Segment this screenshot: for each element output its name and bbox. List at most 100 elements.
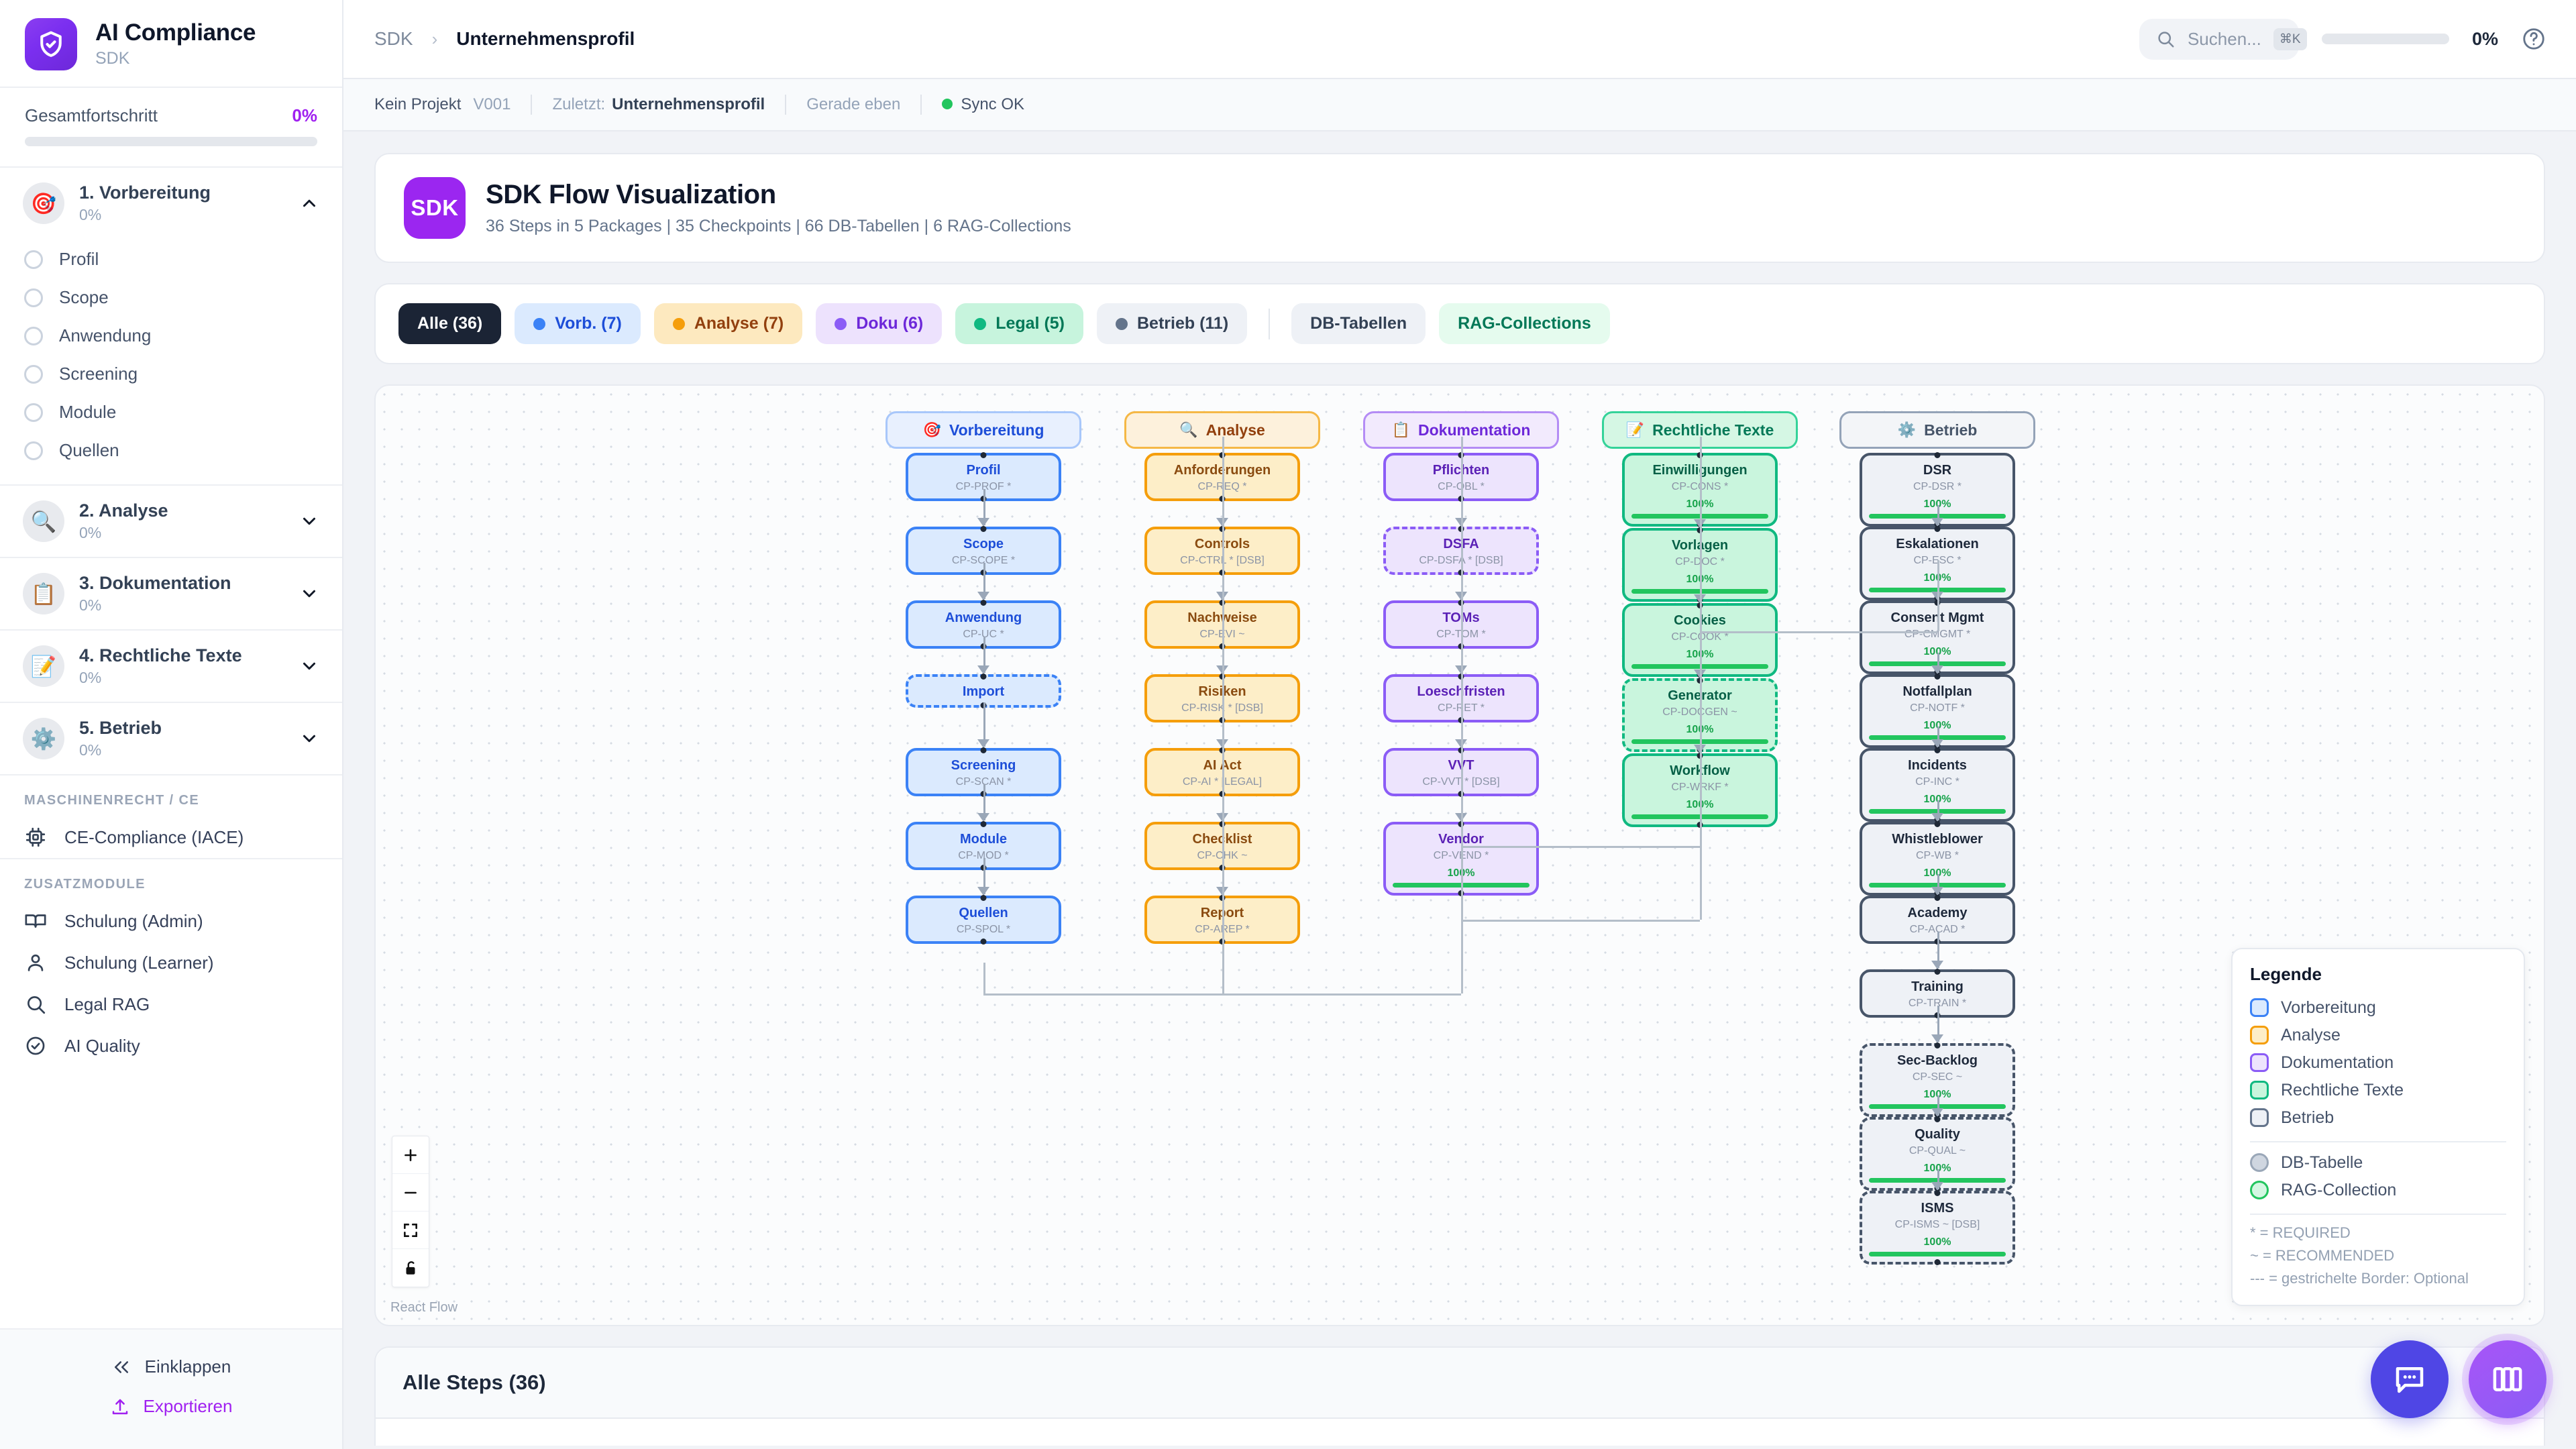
node-title: Screening: [951, 758, 1016, 773]
legend-swatch: [2250, 1108, 2269, 1128]
zoom-in-button[interactable]: [392, 1136, 429, 1174]
breadcrumb-root[interactable]: SDK: [374, 28, 413, 49]
chat-button[interactable]: [2371, 1340, 2449, 1418]
search-shortcut: ⌘K: [2273, 28, 2307, 50]
node-title: Scope: [963, 537, 1004, 551]
flow-edge-arrowhead: [1931, 739, 1943, 748]
zoom-out-button[interactable]: [392, 1174, 429, 1212]
extra-group-label: ZUSATZMODULE: [24, 877, 146, 892]
sidebar-item-label: Schulung (Learner): [64, 952, 214, 973]
filter-chip-vorb-7[interactable]: Vorb. (7): [515, 303, 641, 344]
node-code: CP-SEC ~: [1912, 1071, 1963, 1083]
version-badge: V001: [473, 95, 511, 113]
legend-label: Betrieb: [2281, 1108, 2334, 1127]
brand-header[interactable]: AI Compliance SDK: [0, 0, 342, 88]
radio-icon[interactable]: [24, 364, 43, 384]
node-title: Incidents: [1908, 758, 1967, 773]
node-title: Pflichten: [1432, 463, 1490, 478]
node-handle-top: [1934, 969, 1941, 975]
legend-title: Legende: [2250, 963, 2322, 984]
collapse-label: Einklappen: [144, 1356, 231, 1377]
flow-edge: [1937, 1095, 1939, 1116]
radio-icon[interactable]: [24, 288, 43, 307]
legend-swatch: [2250, 1153, 2269, 1173]
panel-toggle-button[interactable]: [2469, 1340, 2546, 1418]
sidebar-item-ai-quality[interactable]: AI Quality: [0, 1025, 342, 1067]
lock-toggle-button[interactable]: [392, 1249, 429, 1287]
fit-view-button[interactable]: [392, 1212, 429, 1249]
meta-bar: Kein Projekt V001 Zuletzt: Unternehmensp…: [343, 79, 2576, 131]
node-handle-top: [1934, 895, 1941, 901]
sidebar-item-anwendung[interactable]: Anwendung: [0, 317, 342, 355]
radio-icon[interactable]: [24, 441, 43, 460]
last-value: Unternehmensprofil: [612, 95, 765, 113]
radio-icon[interactable]: [24, 326, 43, 345]
sidebar-item-schulung-admin[interactable]: Schulung (Admin): [0, 900, 342, 942]
filter-chip-legal-5[interactable]: Legal (5): [955, 303, 1083, 344]
node-code: CP-SCOPE *: [951, 555, 1016, 566]
sidebar-item-ce-compliance[interactable]: CE-Compliance (IACE): [0, 816, 342, 858]
all-steps-body: [376, 1419, 2544, 1446]
filter-chip-db-tabellen[interactable]: DB-Tabellen: [1291, 303, 1426, 344]
filter-chip-doku-6[interactable]: Doku (6): [816, 303, 943, 344]
section-title: 4. Rechtliche Texte: [79, 645, 242, 666]
filter-chip-analyse-7[interactable]: Analyse (7): [653, 303, 803, 344]
sidebar-item-label: Scope: [59, 287, 109, 307]
sidebar-item-legal-rag[interactable]: Legal RAG: [0, 983, 342, 1025]
flow-controls: [392, 1136, 429, 1287]
sidebar-item-scope[interactable]: Scope: [0, 278, 342, 317]
sidebar-item-module[interactable]: Module: [0, 393, 342, 431]
flow-edge: [1937, 505, 1939, 525]
fit-view-icon: [404, 1223, 417, 1237]
node-code: CP-MOD *: [958, 850, 1009, 861]
node-percent: 100%: [1923, 572, 1951, 584]
panel-icon: [2493, 1367, 2522, 1391]
shield-check-icon: [25, 18, 77, 70]
sidebar-item-quellen[interactable]: Quellen: [0, 431, 342, 470]
node-code: CP-QUAL ~: [1909, 1145, 1966, 1157]
export-button[interactable]: Exportieren: [0, 1387, 342, 1426]
overall-progress-label: Gesamtfortschritt: [25, 105, 158, 125]
filter-chip-rag-collections[interactable]: RAG-Collections: [1439, 303, 1610, 344]
radio-icon[interactable]: [24, 402, 43, 422]
flow-edge-arrowhead: [977, 739, 989, 748]
sidebar-item-schulung-learner[interactable]: Schulung (Learner): [0, 942, 342, 983]
section-title: 2. Analyse: [79, 500, 168, 521]
last-time: Gerade eben: [806, 95, 901, 113]
collapse-sidebar-button[interactable]: Einklappen: [0, 1347, 342, 1387]
filter-chip-alle-36[interactable]: Alle (36): [398, 303, 502, 344]
node-code: CP-AI * [LEGAL]: [1182, 776, 1263, 788]
question-circle-icon[interactable]: [2521, 26, 2546, 52]
flow-edge: [983, 858, 985, 894]
radio-icon[interactable]: [24, 250, 43, 269]
brand-title: AI Compliance: [95, 19, 256, 46]
search-input[interactable]: Suchen... ⌘K: [2139, 18, 2307, 60]
flow-edge: [1937, 874, 1939, 894]
flow-cross-edge: [1461, 889, 1463, 920]
all-steps-header: Alle Steps (36): [376, 1348, 2544, 1419]
flow-cross-edge: [1461, 920, 1700, 922]
node-handle-top: [1934, 1190, 1941, 1196]
sidebar-item-screening[interactable]: Screening: [0, 355, 342, 393]
node-title: DSR: [1923, 463, 1952, 478]
filter-chip-betrieb-11[interactable]: Betrieb (11): [1097, 303, 1248, 344]
sidebar-item-profil[interactable]: Profil: [0, 240, 342, 278]
node-percent: 100%: [1686, 724, 1714, 735]
book-icon: [25, 914, 46, 928]
node-title: Consent Mgmt: [1890, 610, 1984, 625]
flow-edge-arrowhead: [1931, 813, 1943, 822]
legend-note-required: * = REQUIRED: [2250, 1224, 2351, 1241]
